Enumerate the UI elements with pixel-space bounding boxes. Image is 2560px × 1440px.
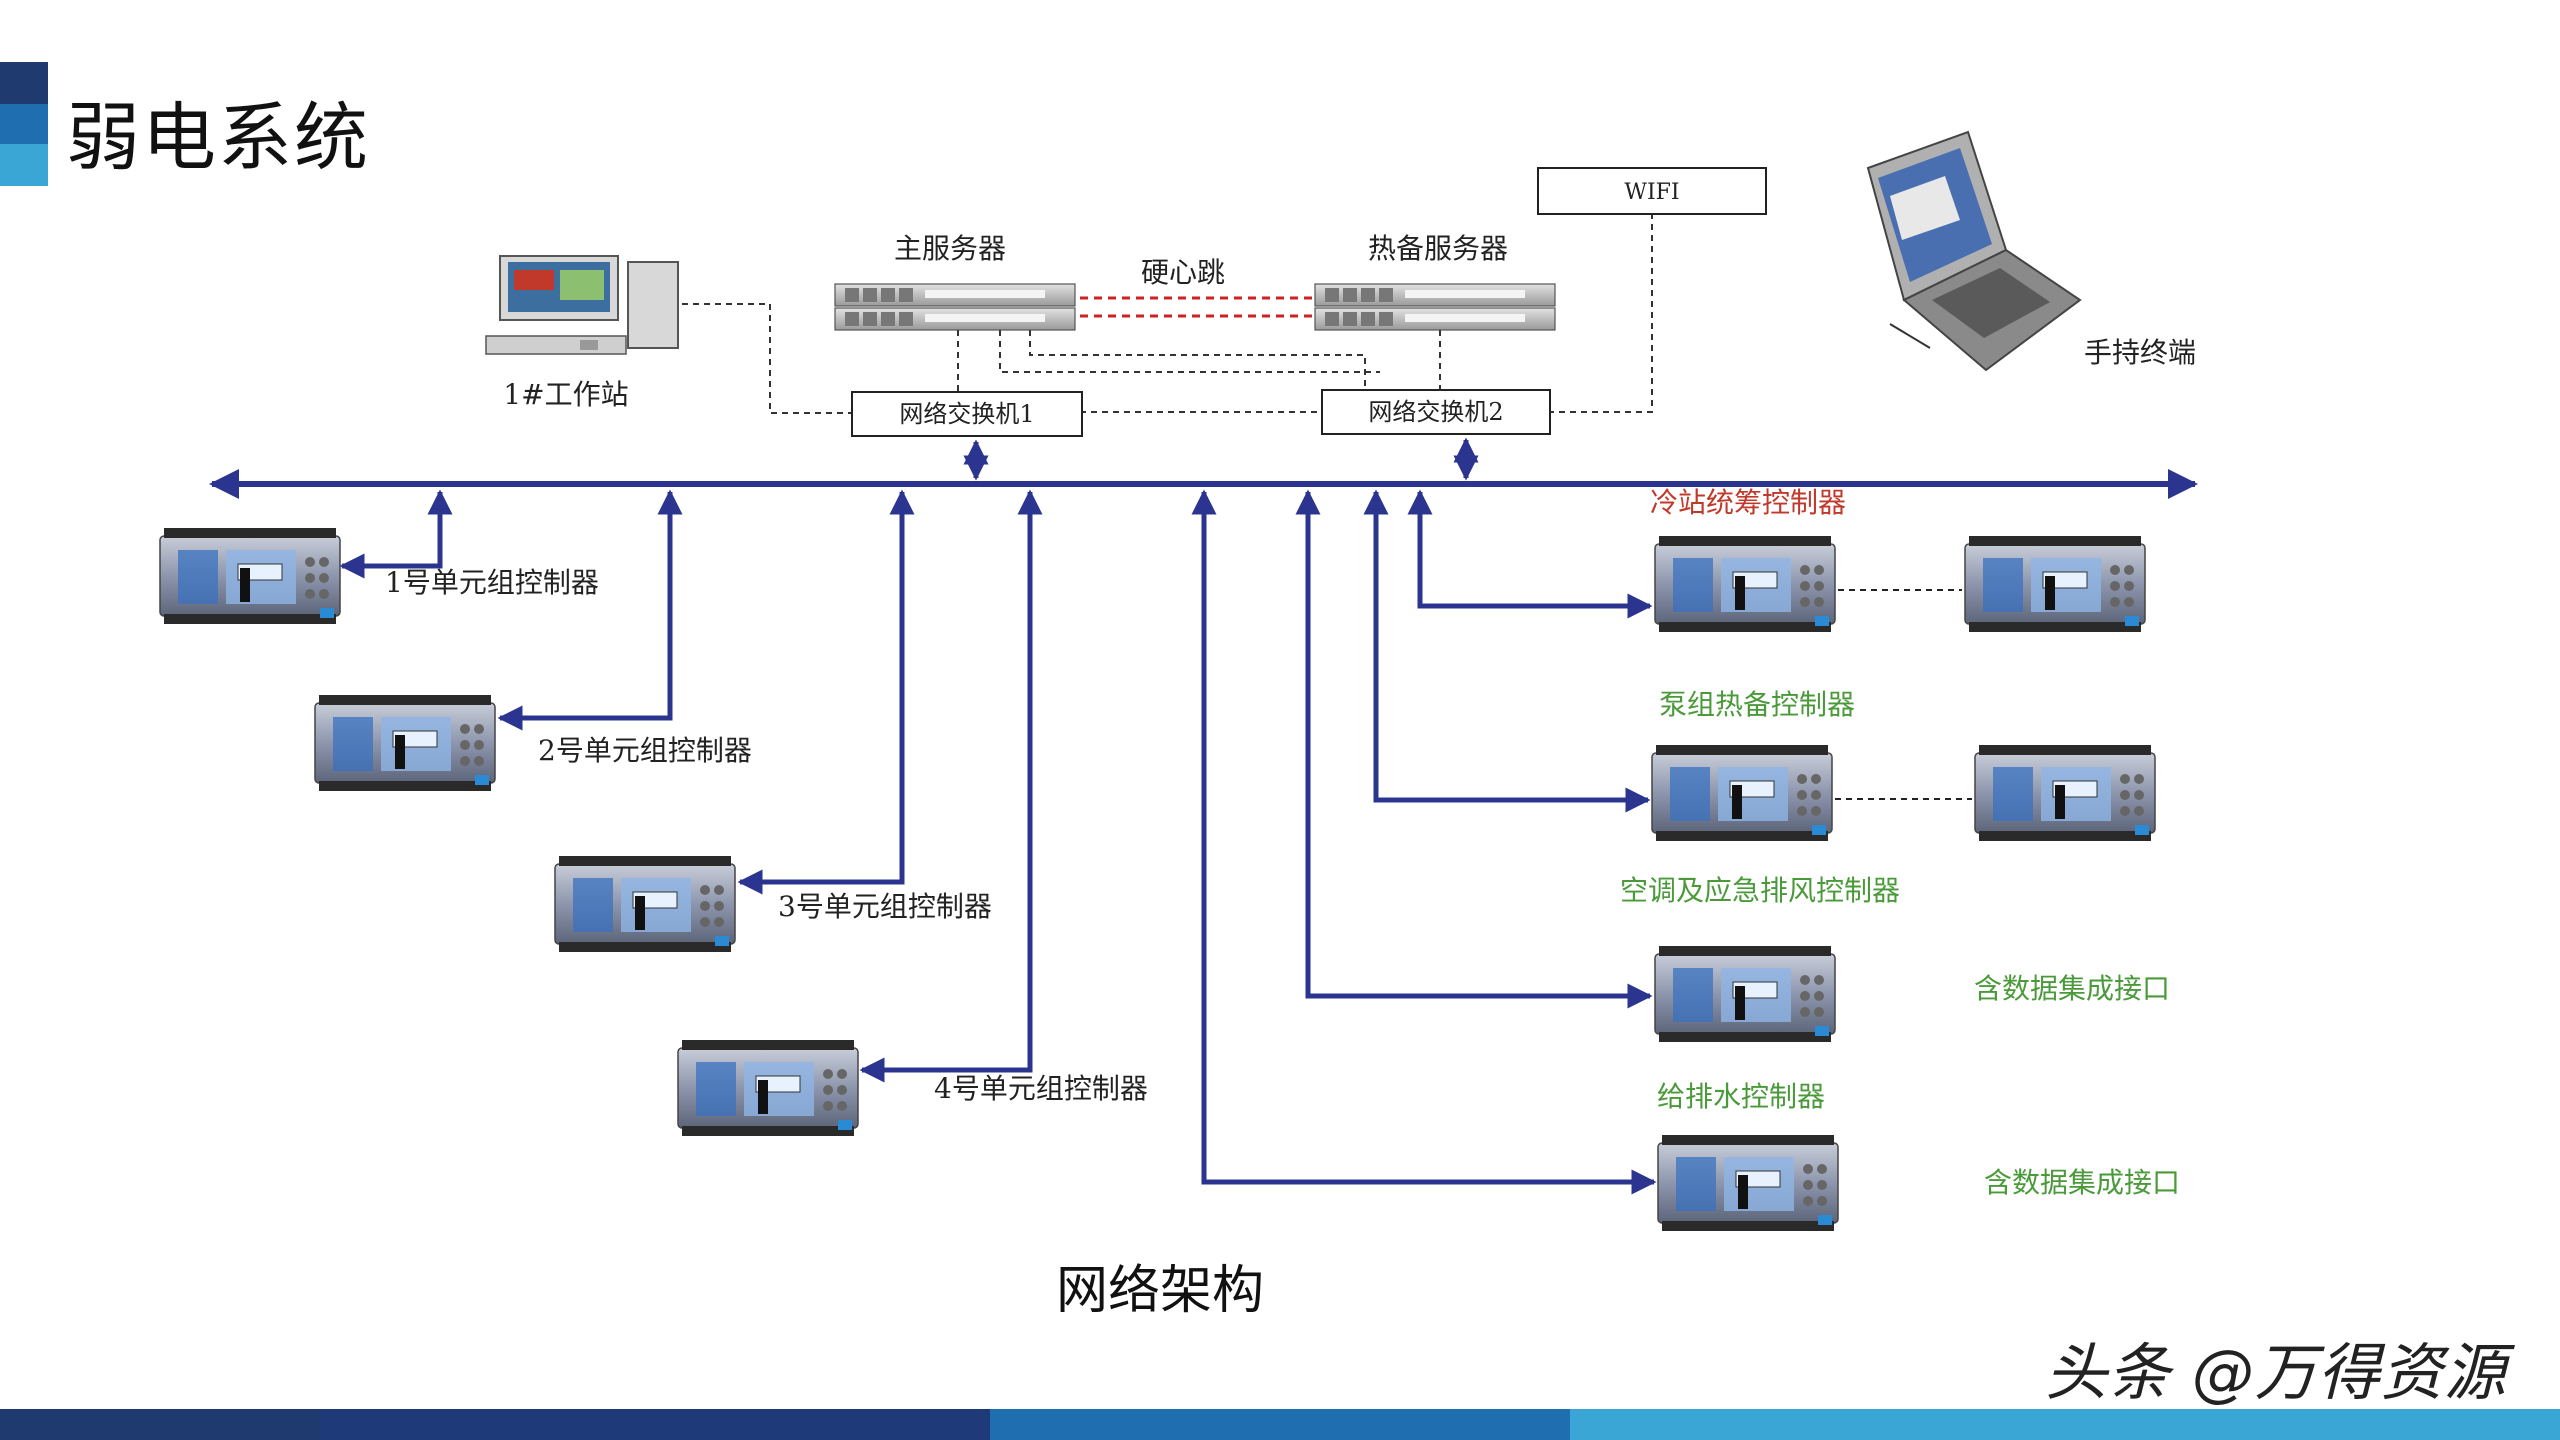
unit-controller-4 <box>677 1039 859 1137</box>
server-switch-links <box>682 208 1653 414</box>
title-accent-light <box>0 144 48 186</box>
unit-controller-2 <box>314 694 496 792</box>
pump-standby-controller-peer <box>1974 744 2156 842</box>
water-supply-controller <box>1657 1134 1839 1232</box>
switch-2-box <box>1321 389 1551 435</box>
hvac-exhaust-label: 空调及应急排风控制器 <box>1620 874 1900 907</box>
workstation-icon <box>485 255 679 355</box>
unit-controller-2-label: 2号单元组控制器 <box>538 734 752 767</box>
pump-standby-label: 泵组热备控制器 <box>1659 688 1855 721</box>
slide-title: 弱电系统 <box>66 95 370 181</box>
right-controller-links <box>1191 489 1657 1195</box>
workstation-label: 1#工作站 <box>503 378 628 411</box>
cooling-station-controller <box>1654 535 1836 633</box>
unit-controller-1-label: 1号单元组控制器 <box>385 566 599 599</box>
footer-band-1 <box>0 1409 320 1440</box>
watermark: 头条 @万得资源 <box>2045 1336 2507 1409</box>
hot-standby-server-label: 热备服务器 <box>1368 232 1508 265</box>
heartbeat-label: 硬心跳 <box>1141 256 1225 289</box>
handheld-label: 手持终端 <box>2084 336 2196 369</box>
left-controller-links <box>339 489 1043 1083</box>
hot-standby-server <box>1314 283 1556 331</box>
unit-controller-4-label: 4号单元组控制器 <box>934 1072 1148 1105</box>
cooling-station-label: 冷站统筹控制器 <box>1650 486 1846 519</box>
main-server-label: 主服务器 <box>894 232 1006 265</box>
pump-standby-controller <box>1651 744 1833 842</box>
title-accent-dark <box>0 62 48 104</box>
switch-1-label: 网络交换机1 <box>899 400 1034 428</box>
cooling-station-controller-peer <box>1964 535 2146 633</box>
data-interface-label-1: 含数据集成接口 <box>1974 972 2170 1005</box>
switch-1-box <box>851 391 1083 437</box>
unit-controller-3-label: 3号单元组控制器 <box>778 890 992 923</box>
handheld-terminal-icon <box>1866 130 2082 372</box>
diagram-caption: 网络架构 <box>1056 1261 1264 1321</box>
water-supply-label: 给排水控制器 <box>1657 1080 1825 1113</box>
hvac-exhaust-controller <box>1654 945 1836 1043</box>
footer-band-4 <box>1570 1409 2560 1440</box>
wifi-box <box>1537 167 1767 215</box>
footer-band-2 <box>320 1409 990 1440</box>
main-server <box>834 283 1076 331</box>
data-interface-label-2: 含数据集成接口 <box>1984 1166 2180 1199</box>
footer-band-3 <box>990 1409 1570 1440</box>
unit-controller-3 <box>554 855 736 953</box>
switch-2-label: 网络交换机2 <box>1368 398 1503 426</box>
wifi-label: WIFI <box>1624 180 1679 205</box>
unit-controller-1 <box>159 527 341 625</box>
title-accent-mid <box>0 104 48 144</box>
